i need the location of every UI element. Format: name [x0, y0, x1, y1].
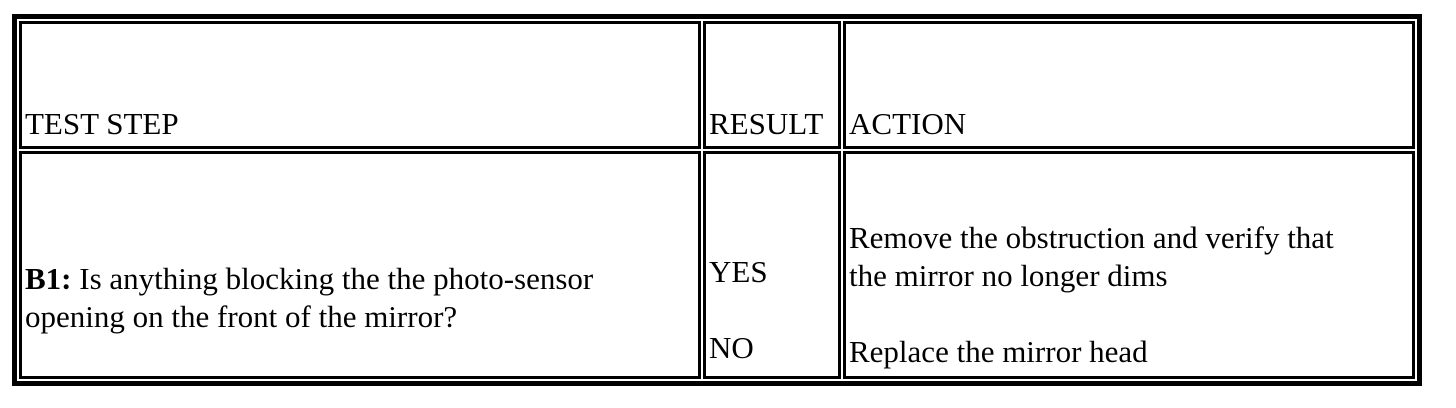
action-para2-line1: Replace the mirror head [849, 334, 1148, 369]
result-option-yes: YES [709, 254, 768, 289]
test-step-question-part1: Is anything blocking the the photo-senso… [79, 261, 594, 296]
test-step-question-part2: opening on the front of the mirror? [25, 299, 458, 334]
cell-test-step: B1: Is anything blocking the the photo-s… [19, 151, 701, 379]
header-row: TEST STEP RESULT ACTION [19, 21, 1415, 149]
header-label-test-step: TEST STEP [25, 106, 179, 141]
header-label-action: ACTION [849, 106, 967, 141]
cell-action: Remove the obstruction and verify that t… [843, 151, 1415, 379]
header-cell-result: RESULT [703, 21, 841, 149]
result-option-no: NO [709, 330, 754, 365]
action-para1-line1: Remove the obstruction and verify that [849, 220, 1334, 255]
troubleshooting-table: TEST STEP RESULT ACTION B1: Is anything … [12, 14, 1422, 386]
test-step-id: B1: [25, 261, 72, 296]
cell-result: YES NO [703, 151, 841, 379]
test-step-line-1: B1: Is anything blocking the the photo-s… [25, 260, 694, 298]
action-para1-line2: the mirror no longer dims [849, 258, 1168, 293]
header-cell-test-step: TEST STEP [19, 21, 701, 149]
body-row: B1: Is anything blocking the the photo-s… [19, 151, 1415, 379]
header-label-result: RESULT [709, 106, 824, 141]
header-cell-action: ACTION [843, 21, 1415, 149]
